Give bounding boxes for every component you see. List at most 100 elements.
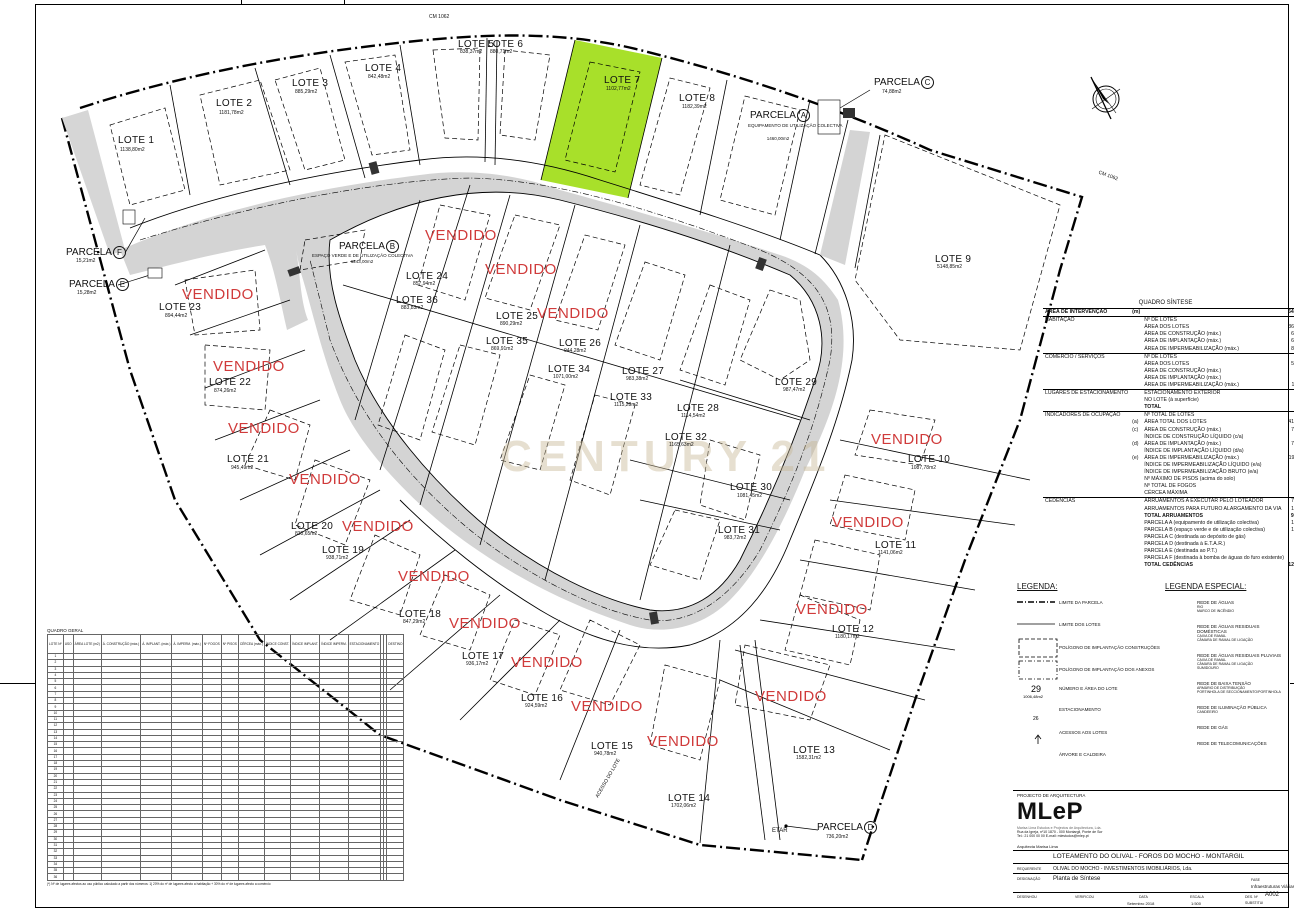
summary-row: TOTAL CEDÊNCIAS12653,11 m2 [1043,562,1294,569]
lot-33-label[interactable]: LOTE 33 [610,392,653,403]
client-name: OLIVAL DO MOCHO - INVESTIMENTOS IMOBILIÁ… [1053,866,1193,872]
lot-5-label[interactable]: LOTE 5 [458,39,495,50]
special-legend-item: REDE DE TELECOMUNICAÇÕES [1197,741,1287,746]
summary-cell-section [1043,527,1130,534]
lot-14-label[interactable]: LOTE 14 [668,793,711,804]
summary-cell-unit [1130,404,1142,412]
summary-cell-section [1043,469,1130,476]
lot-15-label[interactable]: LOTE 15 [591,741,634,752]
summary-cell-item: ÁREA DE IMPERMEABILIZAÇÃO (máx.) [1144,345,1240,352]
summary-cell-unit [1130,562,1142,569]
legend-title: LEGENDA: [1017,582,1058,591]
summary-cell-section [1043,548,1130,555]
general-table-row: 22 [47,785,405,793]
lot-20-label[interactable]: LOTE 20 [291,521,334,532]
lot-30-label[interactable]: LOTE 30 [730,482,773,493]
lot-34-label[interactable]: LOTE 34 [548,364,591,375]
lot-25-label[interactable]: LOTE 25 [496,311,539,322]
lot-31-label[interactable]: LOTE 31 [718,525,761,536]
summary-row: ÁREA DE IMPERMEABILIZAÇÃO (máx.)1126,00 … [1043,382,1294,390]
summary-row: ÍNDICE DE IMPERMEABILIZAÇÃO BRUTO (e/a)0… [1043,469,1294,476]
lot-8-label[interactable]: LOTE 8 [679,93,716,104]
lot-23-label[interactable]: LOTE 23 [159,302,202,313]
general-table-row: 32 [47,848,405,856]
lot-9-area: 5148,85m2 [937,264,963,270]
lot-35-area: 869,91m2 [491,346,514,352]
summary-cell-section [1043,382,1130,390]
lot-8-area: 1182,39m2 [682,104,707,110]
summary-cell-item [1142,307,1286,317]
lot-19-label[interactable]: LOTE 19 [322,545,365,556]
summary-cell-unit [1130,389,1143,398]
fold-mark [0,683,35,684]
special-legend-label: REDE DE ÁGUAS RESIDUAIS PLUVIAIS [1197,653,1282,658]
lot-35-label[interactable]: LOTE 35 [486,336,529,347]
summary-cell-value: 736,20 m2 [1286,541,1294,548]
summary-row: ÍNDICE DE IMPERMEABILIZAÇÃO LÍQUIDO (e/a… [1043,462,1294,469]
compass-north-icon [1090,76,1121,120]
summary-row: ÁREA DE CONSTRUÇÃO (máx.)6650,00 m2 [1043,331,1294,338]
lot-16-label[interactable]: LOTE 16 [521,693,564,704]
special-legend-label: REDE DE GÁS [1197,725,1228,730]
lot-12-label[interactable]: LOTE 12 [832,624,875,635]
lot-4-label[interactable]: LOTE 4 [365,63,402,74]
general-table-row: 33 [47,854,405,862]
lot-34-area: 1071,00m2 [553,374,579,380]
summary-row: (e)ÁREA DE IMPERMEABILIZAÇÃO (máx.)19112… [1043,455,1294,462]
drawing-name: Planta de Síntese [1053,876,1101,882]
summary-row: Nº TOTAL DE FOGOS35 [1043,483,1294,490]
summary-cell-value: 41576,89 m2 [1288,419,1294,426]
summary-cell-item: CÉRCEA MÁXIMA [1144,490,1188,497]
special-legend-item: REDE DE GÁS [1197,725,1287,730]
summary-cell-value: 96 [1286,397,1294,404]
summary-cell-section: HABITAÇÃO [1043,316,1131,325]
general-table-header: LOTE Nº [47,634,64,654]
lot-3-label[interactable]: LOTE 3 [292,78,329,89]
lot-36-label[interactable]: LOTE 36 [396,295,439,306]
lot-9-label[interactable]: LOTE 9 [935,254,972,265]
title-block: PROJECTO DE ARQUITECTURA MLeP Marisa Lim… [1013,790,1294,908]
lot-13-label[interactable]: LOTE 13 [793,745,836,756]
summary-cell-value: 0,46 [1286,462,1294,469]
lot-21-label[interactable]: LOTE 21 [227,454,270,465]
parcela-letter-c: C [920,76,934,89]
summary-cell-unit [1130,513,1142,520]
summary-cell-section [1043,541,1130,548]
lot-26-label[interactable]: LOTE 26 [559,338,602,349]
summary-cell-unit: (c) [1132,426,1139,433]
lot-2-label[interactable]: LOTE 2 [216,98,253,109]
summary-cell-section [1043,338,1130,345]
lot-17-label[interactable]: LOTE 17 [462,651,505,662]
lot-1-label[interactable]: LOTE 1 [118,135,155,146]
lot-32-label[interactable]: LOTE 32 [665,432,708,443]
lot-29-label[interactable]: LOTE 29 [775,377,818,388]
summary-cell-item: ÁREA DE CONSTRUÇÃO (máx.) [1144,331,1222,338]
summary-cell-item: Nº DE LOTES [1142,352,1286,361]
lot-22-label[interactable]: LOTE 22 [209,377,252,388]
lot-24-label[interactable]: LOTE 24 [406,271,449,282]
lot-27-label[interactable]: LOTE 27 [622,366,665,377]
lot-28-label[interactable]: LOTE 28 [677,403,720,414]
lot-1-area: 1138,80m2 [120,147,145,153]
summary-cell-section [1043,534,1130,541]
lot-11-label[interactable]: LOTE 11 [875,540,917,551]
lot-7-label[interactable]: LOTE 7 [604,75,641,86]
sold-stamp-lot-19: VENDIDO [342,518,414,535]
summary-cell-unit [1130,368,1142,375]
summary-cell-unit [1130,497,1143,506]
summary-row: PARCELA B (espaço verde e de utilização … [1043,527,1294,534]
lot-6-label[interactable]: LOTE 6 [487,39,524,50]
lot-10-label[interactable]: LOTE 10 [908,454,951,465]
lot-18-label[interactable]: LOTE 18 [399,609,442,620]
summary-cell-item: ÁREA DE CONSTRUÇÃO (máx.) [1144,367,1222,374]
sold-stamp-lot-18: VENDIDO [398,568,470,585]
